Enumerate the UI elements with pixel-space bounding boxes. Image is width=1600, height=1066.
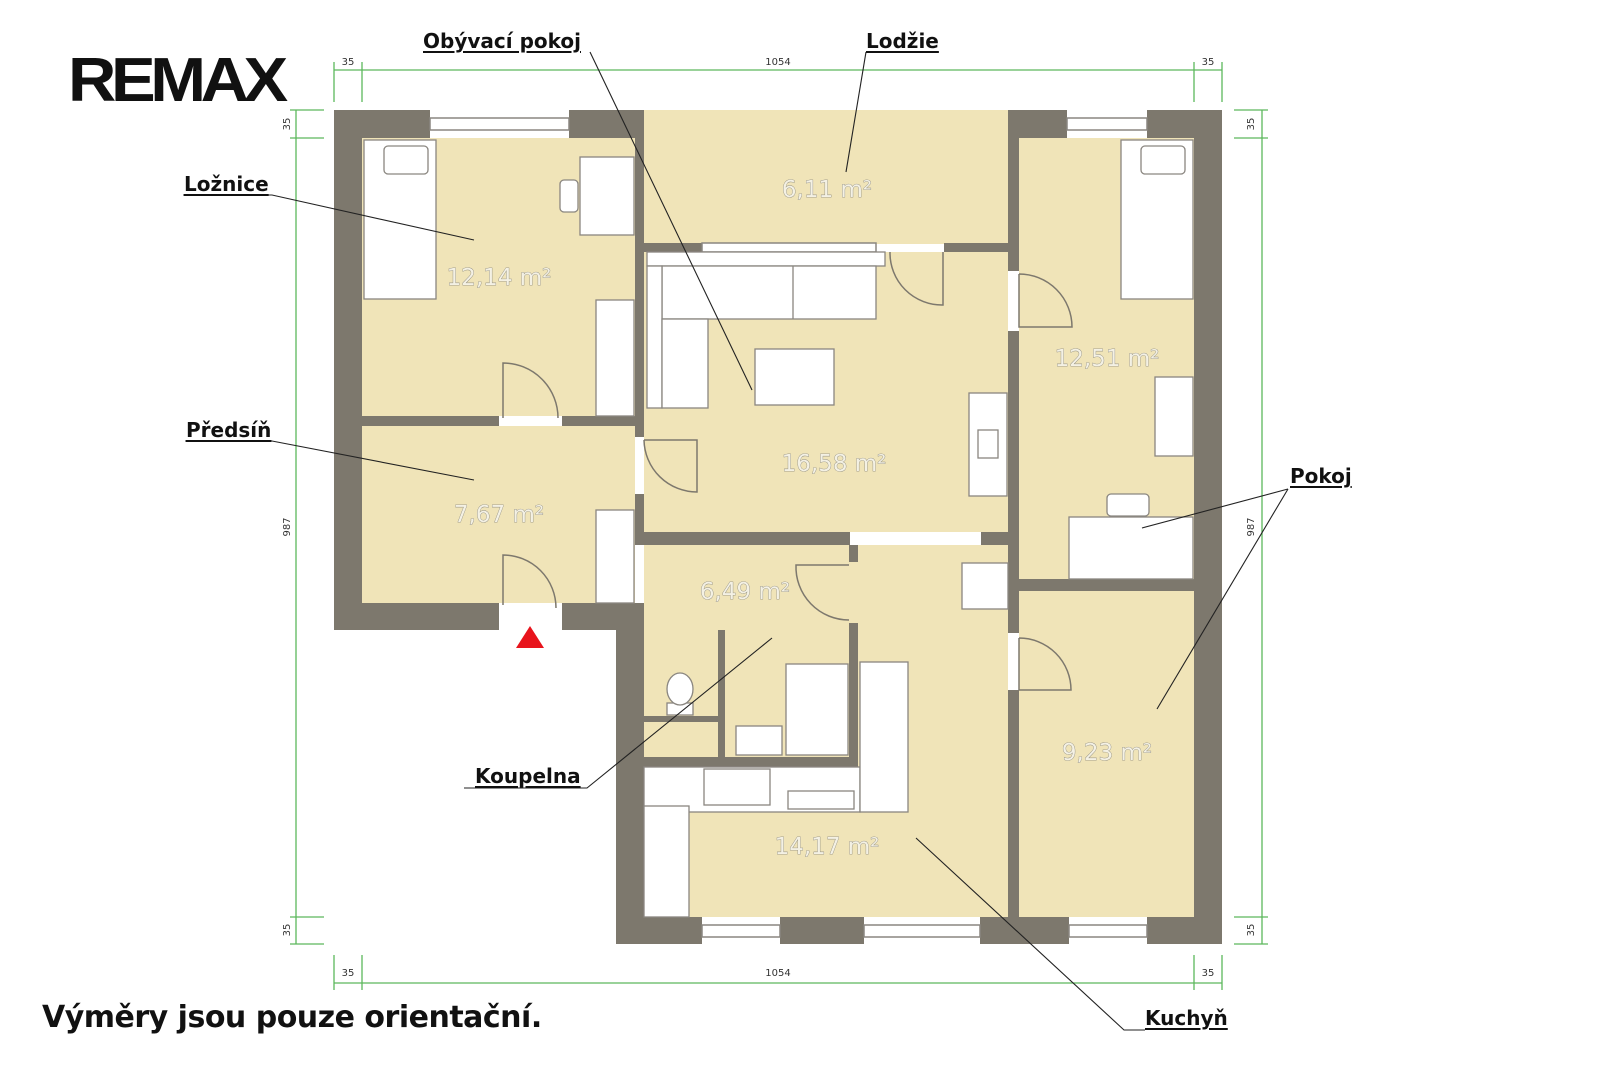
tv-stand [968,392,1008,497]
door-lodzie [889,251,944,306]
door-obyvaci [643,439,698,493]
sofa-chaise [661,318,709,409]
floor-lodzie [644,110,1008,244]
door-pokoj-upper [1018,273,1073,328]
sofa-seat [661,265,877,320]
dim-left-height: 987 [282,517,293,536]
door-koupelna [795,564,850,621]
chair-pokoj [1106,493,1150,517]
sofa-back [646,251,886,267]
label-lodzie: Lodžie [866,29,939,53]
chair-loznice [559,179,579,213]
fridge [961,562,1009,610]
dim-top-width: 1054 [765,57,790,68]
furniture [363,139,1194,918]
kitchen-column [859,661,909,813]
area-labels: 12,14 m² 7,67 m² 6,11 m² 16,58 m² 12,51 … [446,177,1160,861]
door-pokoj-lower [1018,637,1072,691]
dimension-labels: 35 1054 35 35 1054 35 35 987 35 35 987 3… [282,57,1257,979]
cabinet-pokoj [1154,376,1194,457]
label-loznice: Ložnice [184,172,269,196]
area-obyvaci: 16,58 m² [782,451,887,477]
dim-top-left: 35 [342,57,355,68]
sofa-left [646,265,663,409]
pillow-pokoj [1140,145,1186,175]
area-pokoj-lower: 9,23 m² [1062,740,1152,766]
dimension-lines [290,62,1268,990]
area-predsin: 7,67 m² [454,502,544,528]
washbasin [735,725,783,756]
door-entrance [502,554,557,609]
label-pokoj: Pokoj [1290,464,1352,488]
desk-pokoj [1068,516,1194,580]
label-obyvaci-pokoj: Obývací pokoj [423,29,581,53]
dim-left-top: 35 [282,118,293,131]
dim-bottom-width: 1054 [765,968,790,979]
dim-left-bottom: 35 [282,924,293,937]
label-kuchyn: Kuchyň [1145,1006,1228,1030]
kitchen-counter-left [643,805,690,918]
dim-top-right: 35 [1202,57,1215,68]
dim-right-bottom: 35 [1246,924,1257,937]
label-koupelna: Koupelna [475,764,581,788]
logo-text: REMAX [68,46,288,115]
walls [334,110,1222,944]
stove [703,768,771,806]
windows [429,117,1148,938]
area-kuchyn: 14,17 m² [775,834,880,860]
tv [977,429,999,459]
toilet-bowl [666,672,694,706]
sink [787,790,855,810]
leader-lines [183,51,1289,1031]
door-loznice [502,362,559,419]
label-predsin: Předsíň [186,418,272,442]
coffee-table [754,348,835,406]
area-koupelna: 6,49 m² [700,579,790,605]
floor-pokoj-lower [1019,591,1194,917]
area-lodzie: 6,11 m² [782,177,872,203]
doors [502,251,1073,691]
dim-right-height: 987 [1246,517,1257,536]
desk-loznice [579,156,635,236]
dim-right-top: 35 [1246,118,1257,131]
floor-predsin [362,426,635,603]
bathtub [785,663,849,756]
wardrobe-loznice [595,299,635,417]
pillow-loznice [383,145,429,175]
cabinet-predsin [595,509,635,604]
dim-bottom-right: 35 [1202,968,1215,979]
disclaimer-text: Výměry jsou pouze orientační. [42,1000,542,1035]
dim-bottom-left: 35 [342,968,355,979]
area-loznice: 12,14 m² [447,265,552,291]
entrance-marker [516,626,544,648]
remax-logo: REMAX [68,50,288,112]
area-pokoj-upper: 12,51 m² [1055,346,1160,372]
